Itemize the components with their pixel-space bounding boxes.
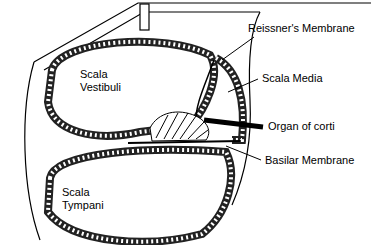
scala-tympani-wall [48,150,231,242]
region-label: Scala Media [262,72,323,85]
region-label: Scala Tympani [62,186,118,212]
membrane-label: Basilar Membrane [265,154,354,167]
structure-label: Organ of corti [268,120,335,133]
leader-line [222,37,254,60]
leader-lines [204,37,263,160]
region-label: Scala Vestibuli [80,68,136,94]
modiolus-wall [25,62,40,240]
leader-bar [204,120,263,127]
leader-line [228,79,258,92]
membrane-label: Reissner's Membrane [248,22,355,35]
organ-of-corti [150,112,209,141]
ligament-symbol [140,4,149,30]
basilar-membrane [128,141,240,143]
leader-line [226,146,261,160]
